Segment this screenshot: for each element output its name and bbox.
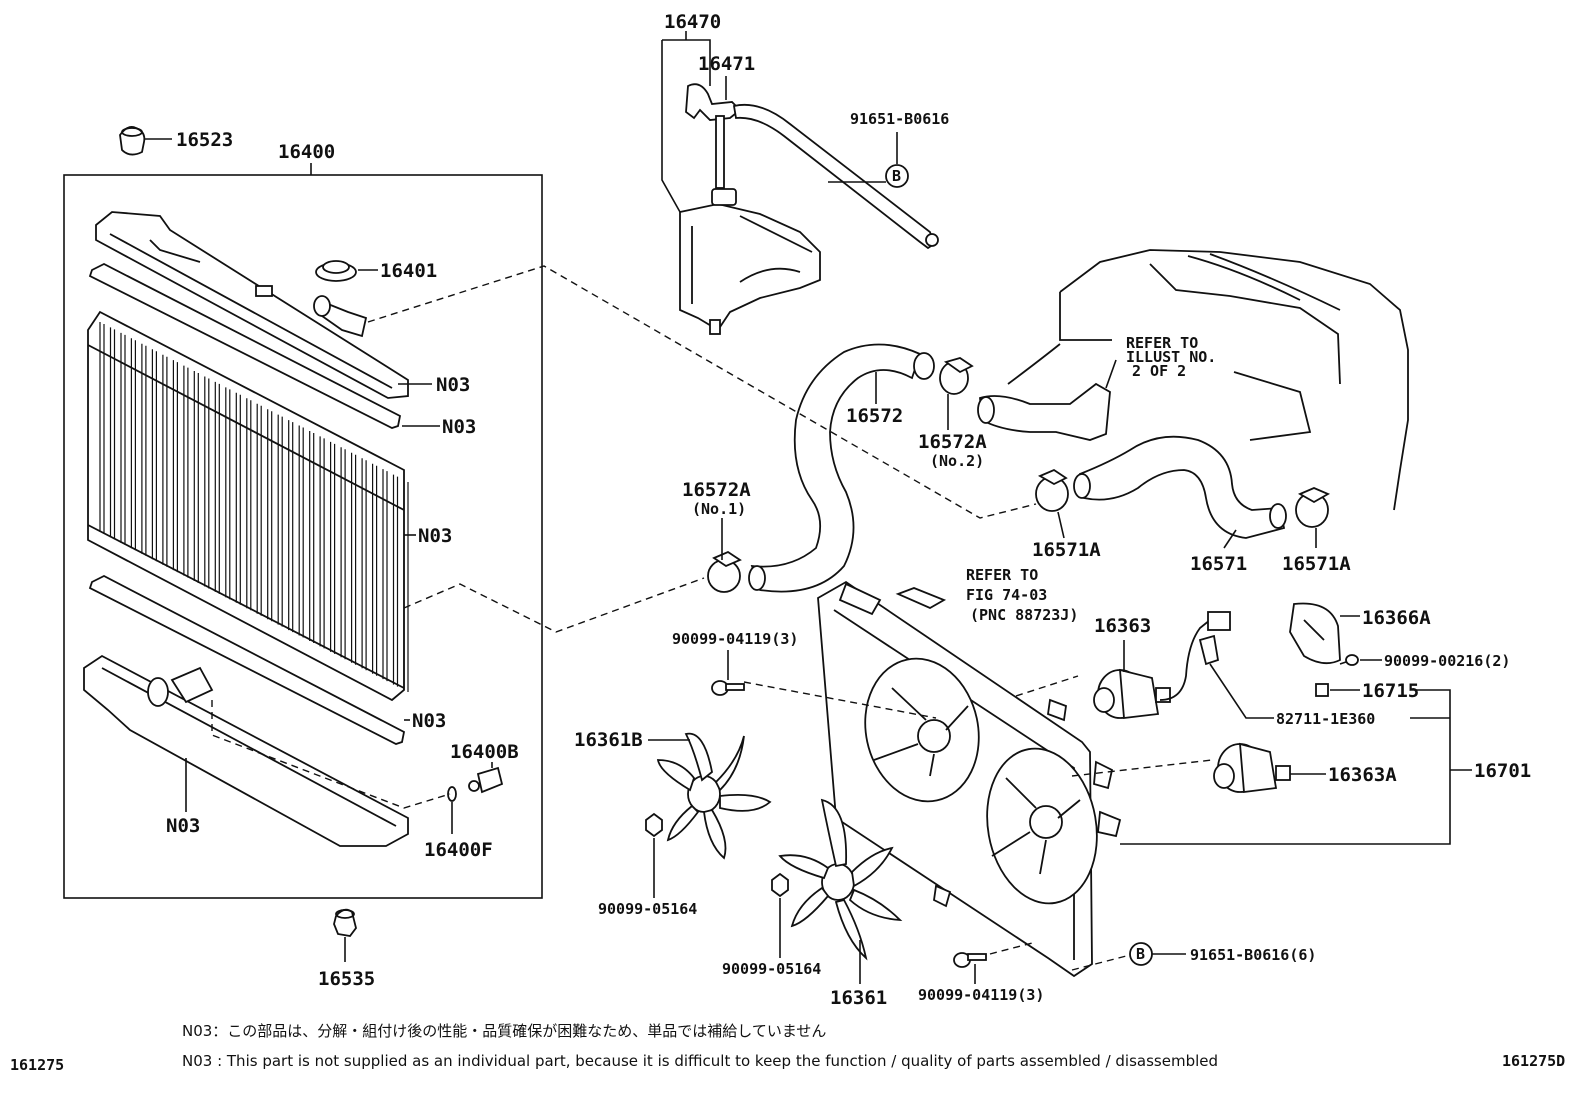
label-16363: 16363 [1094, 615, 1151, 637]
label-16535: 16535 [318, 968, 375, 990]
label-16701: 16701 [1474, 760, 1531, 782]
refer-illust-line3: 2 OF 2 [1132, 362, 1186, 380]
lower-gasket [88, 574, 406, 745]
fan-shroud [817, 580, 1122, 978]
note-english: N03 : This part is not supplied as an in… [182, 1052, 1218, 1070]
radiator-upper-tank [95, 211, 409, 399]
label-16361: 16361 [830, 987, 887, 1009]
label-90099-05164-b: 90099-05164 [722, 960, 821, 978]
drain-cock [447, 766, 504, 802]
label-16400b: 16400B [450, 741, 519, 763]
hose-clamp-no1 [707, 550, 742, 593]
label-16572a-no2: 16572A [918, 431, 987, 453]
label-90099-05164-a: 90099-05164 [598, 900, 697, 918]
label-82711-1e360: 82711-1E360 [1276, 710, 1375, 728]
label-90099-04119-bottom: 90099-04119(3) [918, 986, 1044, 1004]
label-16361b: 16361B [574, 729, 643, 751]
b-marker-top-text: B [892, 167, 901, 185]
label-91651-b0616-bottom: 91651-B0616(6) [1190, 946, 1316, 964]
bolt-90099-04119-bottom [953, 952, 987, 968]
label-n03-b: N03 [442, 416, 476, 438]
upper-hose [748, 343, 935, 593]
label-16471: 16471 [698, 53, 755, 75]
label-91651-b0616-top: 91651-B0616 [850, 110, 949, 128]
label-90099-04119-top: 90099-04119(3) [672, 630, 798, 648]
bolt-90099-04119-top [711, 680, 745, 696]
footer-left-id: 161275 [10, 1056, 64, 1074]
label-16363a: 16363A [1328, 764, 1397, 786]
b-marker-bottom-text: B [1136, 945, 1145, 963]
radiator-group-box [63, 174, 543, 899]
label-16366a: 16366A [1362, 607, 1431, 629]
label-16400f: 16400F [424, 839, 493, 861]
filler-neck [313, 295, 368, 338]
label-16571a-left: 16571A [1032, 539, 1101, 561]
label-n03-c: N03 [418, 525, 452, 547]
engine-outline [1007, 249, 1409, 511]
fan-motor-16363 [1093, 668, 1171, 720]
refer-illust-line1: REFER TO [1126, 334, 1198, 352]
label-n03-a: N03 [436, 374, 470, 396]
lower-hose [1073, 435, 1287, 539]
label-n03-d: N03 [412, 710, 446, 732]
hose-clamp-16571a-right [1295, 487, 1331, 528]
nut-90099-05164-a [645, 812, 663, 838]
radiator-core [87, 310, 409, 702]
label-no1: (No.1) [692, 500, 746, 518]
label-16571: 16571 [1190, 553, 1247, 575]
label-16572a-no1: 16572A [682, 479, 751, 501]
wire-harness [1159, 611, 1231, 701]
fan-motor-16363a [1213, 742, 1291, 794]
reservoir-tank [679, 188, 821, 335]
refer-fig-line3: (PNC 88723J) [970, 606, 1078, 624]
label-16571a-right: 16571A [1282, 553, 1351, 575]
radiator-lower-tank [83, 654, 409, 847]
upper-gasket [88, 262, 402, 429]
b-marker-top [885, 164, 909, 188]
mount-cushion-top [119, 126, 146, 156]
fan-16361b [656, 732, 772, 860]
label-90099-00216: 90099-00216(2) [1384, 652, 1510, 670]
refer-fig-line1: REFER TO [966, 566, 1038, 584]
footer-right-id: 161275D [1502, 1052, 1565, 1070]
label-16400: 16400 [278, 141, 335, 163]
hose-clamp-no2 [939, 357, 974, 395]
water-outlet [977, 359, 1117, 441]
screw-90099-00216 [1339, 654, 1359, 666]
reservoir-hose [732, 103, 939, 250]
motor-cover-16366a [1289, 602, 1341, 665]
reservoir-cap [685, 83, 742, 189]
label-n03-e: N03 [166, 815, 200, 837]
mount-cushion-bottom [333, 908, 357, 937]
label-16401: 16401 [380, 260, 437, 282]
label-sticker [895, 587, 947, 610]
label-no2: (No.2) [930, 452, 984, 470]
label-16523: 16523 [176, 129, 233, 151]
label-16572: 16572 [846, 405, 903, 427]
clip-16715 [1315, 683, 1329, 697]
label-16715: 16715 [1362, 680, 1419, 702]
label-16470: 16470 [664, 11, 721, 33]
hose-clamp-16571a-left [1035, 468, 1069, 512]
nut-90099-05164-b [771, 872, 789, 898]
fan-16361 [778, 798, 903, 961]
note-japanese: N03：この部品は、分解・組付け後の性能・品質確保が困難なため、単品では補給して… [182, 1022, 826, 1040]
radiator-cap [315, 260, 378, 282]
refer-fig-line2: FIG 74-03 [966, 586, 1047, 604]
refer-illust-line2: ILLUST NO. [1126, 348, 1216, 366]
